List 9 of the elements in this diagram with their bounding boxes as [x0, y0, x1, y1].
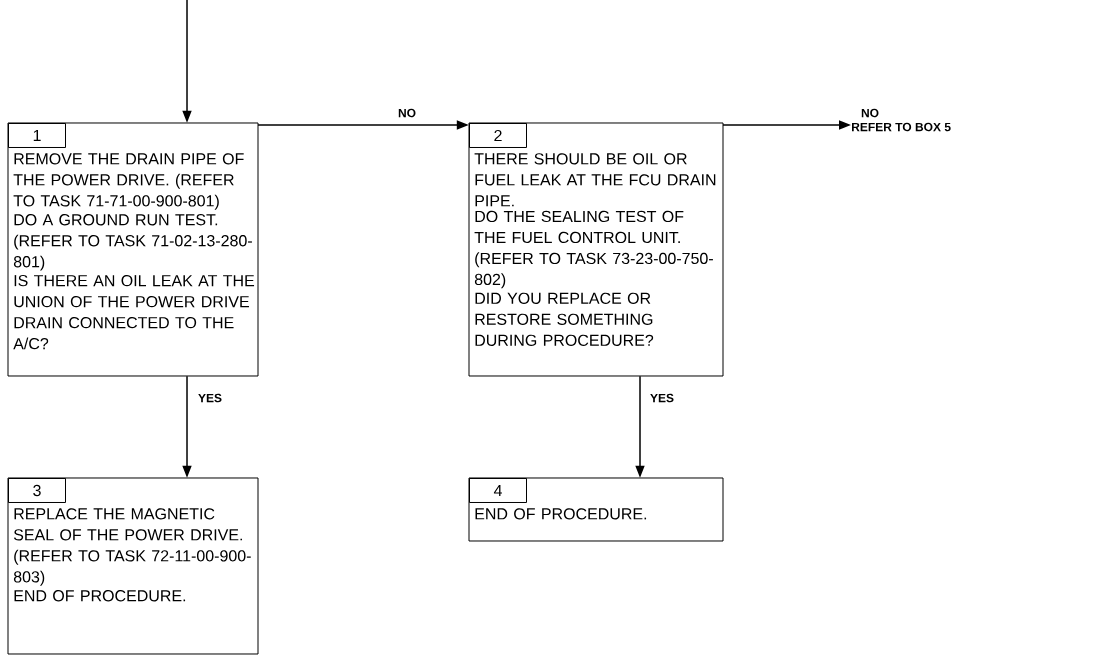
edge-label: NO	[860, 107, 880, 119]
reference-text: REFER TO BOX 5	[852, 122, 951, 132]
process-box: 3 REPLACE THE MAGNETIC SEAL OF THE POWER DRIVE. (REFER TO TASK 72-11-00-900-803) END OF PROCEDURE.	[7, 477, 259, 655]
edge-label: YES	[197, 392, 223, 404]
edge-label: YES	[649, 392, 675, 404]
process-box: 1 REMOVE THE DRAIN PIPE OF THE POWER DRIVE. (REFER TO TASK 71-71-00-900-801) DO A GROUND RUN TEST. (REFER TO TASK 71-02-13-280-801) IS THERE AN OIL LEAK AT THE UNION OF THE POWER DRIVE DRAIN CONNECTED TO THE A/C?	[7, 122, 259, 377]
process-box: 2 THERE SHOULD BE OIL OR FUEL LEAK AT THE FCU DRAIN PIPE. DO THE SEALING TEST OF THE FUEL CONTROL UNIT. (REFER TO TASK 73-23-00-750-802) DID YOU REPLACE OR RESTORE SOMETHING DURING PROCEDURE?	[468, 122, 724, 377]
process-box: 4 END OF PROCEDURE.	[468, 477, 724, 542]
edge-label: NO	[397, 107, 417, 119]
